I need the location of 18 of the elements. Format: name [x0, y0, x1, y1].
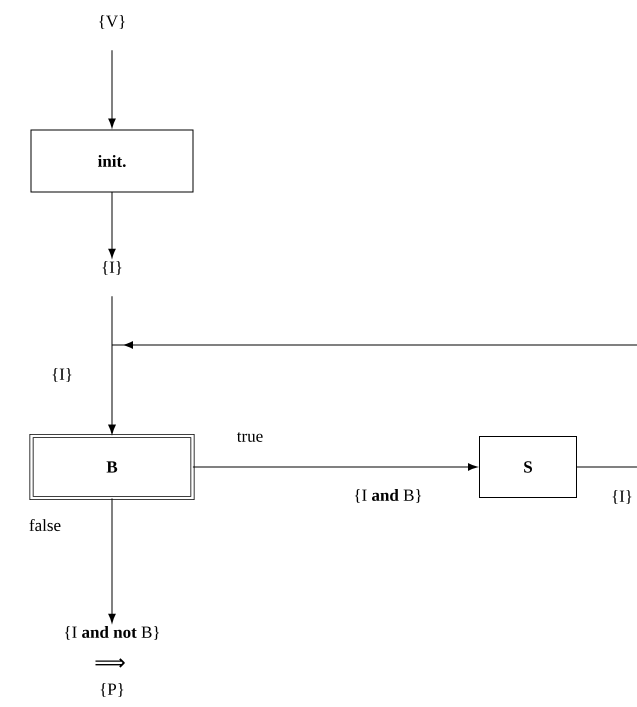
edge-label: true	[236, 431, 264, 443]
arrow	[108, 50, 116, 128]
assertion-text: {P}	[100, 682, 124, 698]
assertion-text: {I and B}	[354, 488, 422, 504]
arrow	[108, 498, 116, 624]
arrow	[108, 192, 116, 258]
edge-label: false	[28, 518, 62, 532]
process-box: init.	[30, 130, 194, 192]
arrow	[192, 463, 478, 471]
process-box: S	[479, 436, 577, 498]
decision-box: B	[29, 434, 195, 500]
assertion-text: {V}	[99, 14, 125, 30]
edge-label: {I}	[50, 366, 74, 384]
edge-label: {I}	[610, 488, 634, 506]
arrow	[108, 341, 637, 434]
implies-sign: ⟹	[95, 658, 125, 668]
assertion-text: {I and not B}	[65, 626, 159, 640]
assertion-text: {I}	[102, 260, 122, 276]
